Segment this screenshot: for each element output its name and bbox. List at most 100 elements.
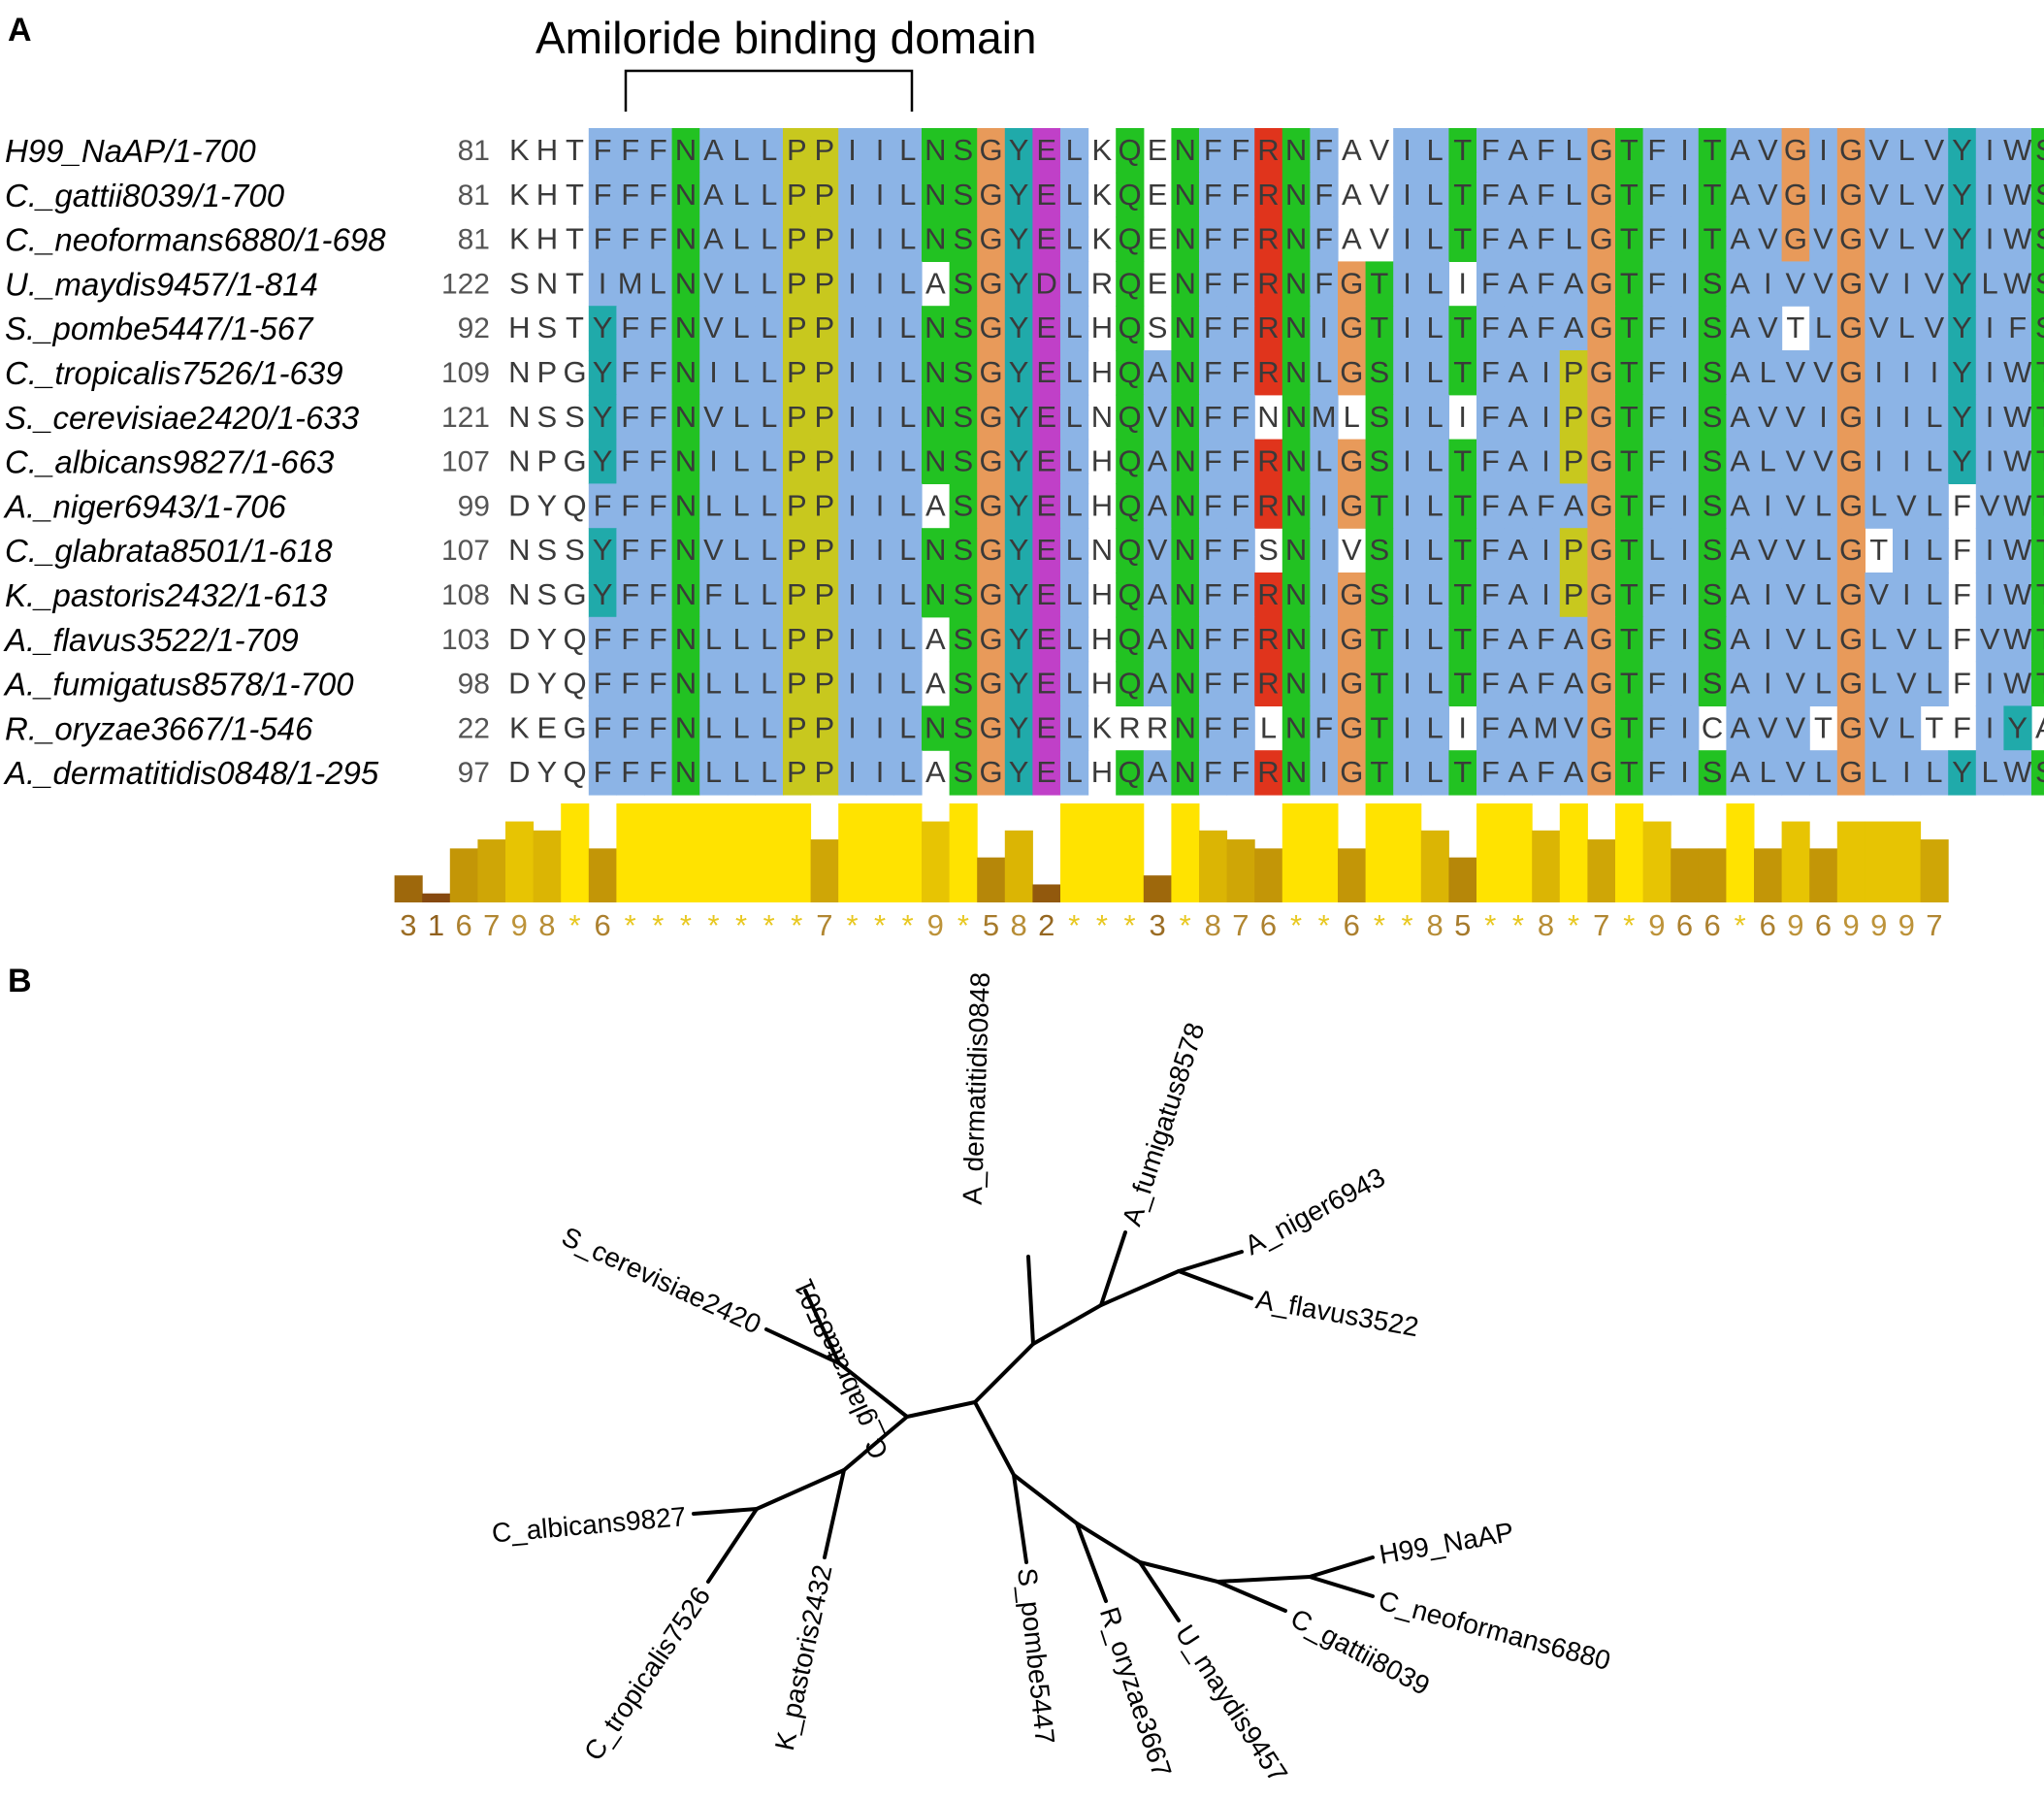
residue-letter: Q: [1118, 755, 1141, 789]
residue-letter: T: [1620, 444, 1638, 478]
residue-letter: G: [1340, 710, 1363, 744]
residue-cell: [783, 216, 812, 262]
residue-cell: [671, 216, 700, 262]
residue-letter: A: [1509, 755, 1529, 789]
residue-letter: P: [815, 444, 835, 478]
residue-letter: F: [1481, 444, 1500, 478]
residue-letter: I: [1680, 755, 1689, 789]
residue-letter: Y: [1952, 266, 1972, 300]
residue-letter: S: [954, 266, 974, 300]
residue-letter: L: [1926, 622, 1942, 656]
residue-letter: S: [1703, 311, 1723, 344]
residue-letter: L: [761, 755, 777, 789]
residue-letter: N: [536, 266, 558, 300]
residue-letter: L: [1315, 444, 1332, 478]
residue-cell: [949, 394, 978, 441]
residue-letter: L: [1066, 444, 1083, 478]
residue-letter: F: [1314, 266, 1333, 300]
residue-letter: P: [815, 622, 835, 656]
residue-letter: L: [705, 488, 722, 522]
residue-letter: P: [787, 533, 807, 567]
residue-letter: I: [1403, 444, 1411, 478]
sequence-name: A._flavus3522/1-709: [3, 622, 299, 658]
residue-letter: F: [621, 178, 639, 212]
residue-cell: [1671, 394, 1700, 441]
residue-letter: A: [925, 755, 946, 789]
residue-letter: H: [1091, 444, 1113, 478]
residue-cell: [755, 439, 784, 484]
conservation-score: *: [791, 908, 802, 942]
sequence-name: C._tropicalis7526/1-639: [5, 355, 343, 391]
residue-cell: [1476, 350, 1506, 396]
residue-cell: [1393, 306, 1422, 351]
residue-cell: [755, 350, 784, 396]
residue-letter: V: [1786, 577, 1806, 611]
residue-letter: N: [675, 755, 697, 789]
residue-letter: F: [1481, 133, 1500, 167]
residue-letter: A: [1730, 755, 1750, 789]
residue-letter: F: [1231, 222, 1249, 256]
residue-letter: F: [1204, 178, 1222, 212]
residue-letter: F: [1953, 622, 1971, 656]
residue-letter: I: [848, 355, 857, 389]
residue-cell: [865, 172, 894, 218]
residue-letter: T: [1620, 488, 1638, 522]
residue-cell: [1143, 394, 1172, 441]
conservation-score: 1: [428, 908, 444, 942]
residue-cell: [1836, 306, 1866, 351]
residue-letter: L: [1066, 577, 1083, 611]
residue-letter: I: [1680, 311, 1689, 344]
residue-letter: L: [899, 266, 916, 300]
residue-letter: L: [1898, 178, 1915, 212]
residue-letter: F: [1481, 622, 1500, 656]
residue-cell: [1282, 216, 1311, 262]
conservation-score: 7: [1926, 908, 1942, 942]
residue-cell: [1781, 172, 1810, 218]
domain-bracket: [624, 69, 914, 112]
residue-letter: T: [1620, 178, 1638, 212]
residue-letter: A: [1730, 222, 1750, 256]
residue-letter: V: [1897, 622, 1917, 656]
residue-letter: I: [1986, 577, 1995, 611]
residue-cell: [1226, 216, 1255, 262]
residue-letter: V: [1980, 488, 2000, 522]
residue-cell: [644, 350, 673, 396]
residue-letter: G: [979, 533, 1002, 567]
residue-letter: I: [1986, 444, 1995, 478]
residue-letter: W: [2003, 222, 2032, 256]
residue-letter: T: [2036, 400, 2044, 434]
residue-letter: G: [1590, 710, 1613, 744]
residue-letter: T: [1703, 222, 1722, 256]
residue-letter: T: [1620, 133, 1638, 167]
residue-letter: I: [1403, 710, 1411, 744]
conservation-bar: [1865, 821, 1894, 902]
residue-letter: I: [1403, 667, 1411, 701]
conservation-bar: [1254, 848, 1283, 902]
residue-letter: V: [1980, 622, 2000, 656]
residue-letter: A: [1730, 533, 1750, 567]
residue-cell: [1865, 261, 1894, 307]
residue-letter: R: [1257, 755, 1279, 789]
residue-letter: G: [1839, 533, 1863, 567]
residue-letter: P: [815, 266, 835, 300]
residue-letter: S: [2035, 311, 2044, 344]
residue-cell: [755, 394, 784, 441]
residue-letter: K: [1092, 222, 1113, 256]
residue-letter: F: [1647, 622, 1666, 656]
residue-letter: H: [1091, 488, 1113, 522]
residue-letter: L: [1066, 178, 1083, 212]
residue-letter: I: [1986, 355, 1995, 389]
sequence-name: C._glabrata8501/1-618: [5, 533, 333, 569]
residue-letter: Y: [1009, 755, 1029, 789]
residue-letter: V: [1786, 533, 1806, 567]
residue-letter: T: [1370, 311, 1388, 344]
residue-letter: N: [675, 266, 697, 300]
residue-cell: [1310, 350, 1339, 396]
residue-letter: E: [1148, 133, 1168, 167]
sequence-start: 108: [441, 579, 490, 611]
residue-letter: Y: [1009, 355, 1029, 389]
residue-letter: N: [1175, 400, 1196, 434]
residue-letter: G: [979, 710, 1002, 744]
residue-cell: [949, 172, 978, 218]
residue-letter: F: [1231, 178, 1249, 212]
